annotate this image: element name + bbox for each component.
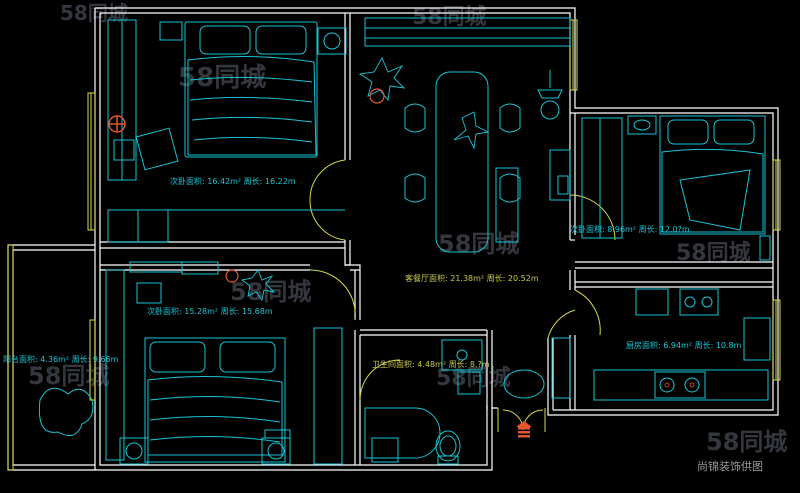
sink-icon (456, 349, 468, 361)
room-label-living-dining: 客餐厅面积: 21.38m² 周长: 20.52m (405, 273, 539, 283)
furniture (38, 17, 771, 465)
watermark: 58同城 (230, 278, 311, 306)
target-marker-icon (108, 115, 126, 133)
room-label-bathroom: 卫生间面积: 4.48m² 周长: 8.?m (372, 359, 490, 369)
room-label-master-bedroom: 次卧面积: 16.42m² 周长: 16.22m (170, 176, 296, 186)
watermark: 58同城 (28, 362, 109, 390)
image-caption: 尚锦装饰供图 (697, 459, 763, 473)
windows (7, 19, 781, 471)
watermark: 58同城 (706, 428, 787, 456)
stove-icon (664, 382, 695, 388)
toilet-icon (439, 435, 457, 457)
entrance-marker-icon (516, 421, 532, 438)
room-label-balcony: 阳台面积: 4.36m² 周长: 9.66m (3, 354, 119, 364)
room-label-kitchen: 厨房面积: 6.94m² 周长: 10.8m (626, 340, 742, 350)
room-label-small-bedroom: 次卧面积: 8.96m² 周长: 12.0?m (570, 224, 690, 234)
lamp-icon (225, 88, 385, 283)
watermark: 58同城 (438, 230, 519, 258)
plant-icon (240, 56, 490, 302)
room-label-second-bedroom: 次卧面积: 15.28m² 周长: 15.68m (147, 306, 273, 316)
